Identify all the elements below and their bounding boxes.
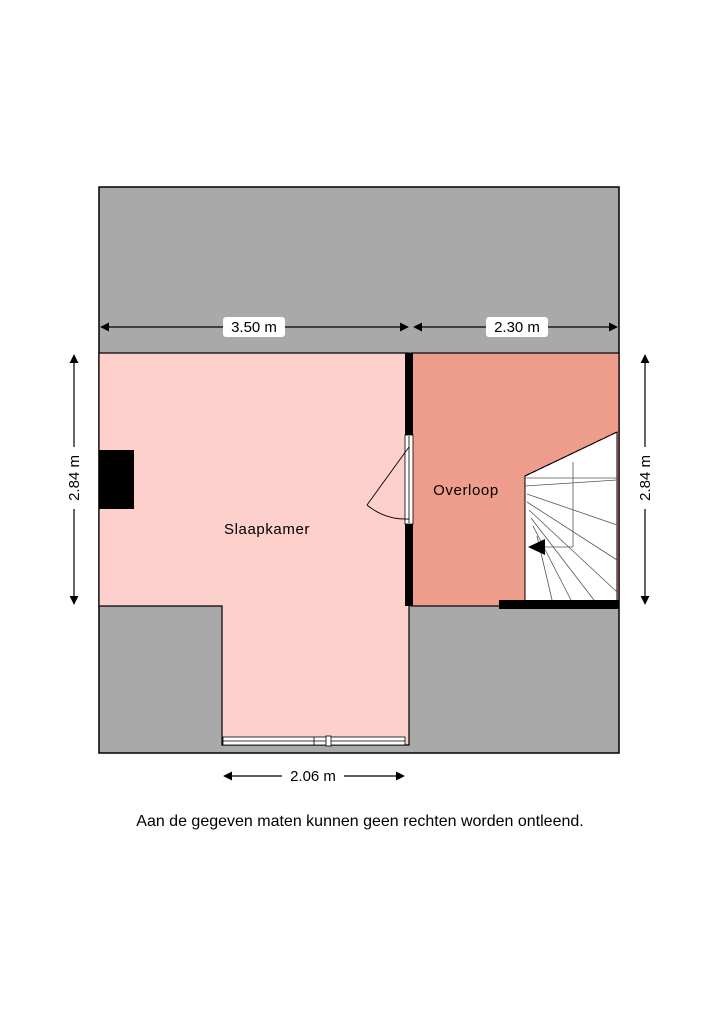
wall-stair-bottom xyxy=(499,600,619,609)
staircase xyxy=(524,431,618,605)
room-label-overloop: Overloop xyxy=(433,482,499,499)
wall-partition-bottom xyxy=(405,524,413,606)
disclaimer-text: Aan de gegeven maten kunnen geen rechten… xyxy=(136,813,584,830)
wall-partition-top xyxy=(405,353,413,435)
dimension-label-left-height: 2.84 m xyxy=(66,455,83,501)
dimension-label-bottom: 2.06 m xyxy=(290,768,336,785)
dimension-label-right-height: 2.84 m xyxy=(637,455,654,501)
dimension-right-height: 2.84 m xyxy=(635,354,655,605)
dimension-bottom: 2.06 m xyxy=(223,766,405,786)
stair-direction-arrow xyxy=(528,539,545,555)
door xyxy=(366,434,414,525)
room-label-slaapkamer: Slaapkamer xyxy=(224,521,310,538)
window-bottom xyxy=(222,735,406,747)
dimension-top-right: 2.30 m xyxy=(413,317,618,337)
dimension-top-left: 3.50 m xyxy=(100,317,409,337)
dimension-label-top-right: 2.30 m xyxy=(494,319,540,336)
dimension-left-height: 2.84 m xyxy=(64,354,84,605)
dimension-label-top-left: 3.50 m xyxy=(231,319,277,336)
chimney xyxy=(99,450,134,509)
